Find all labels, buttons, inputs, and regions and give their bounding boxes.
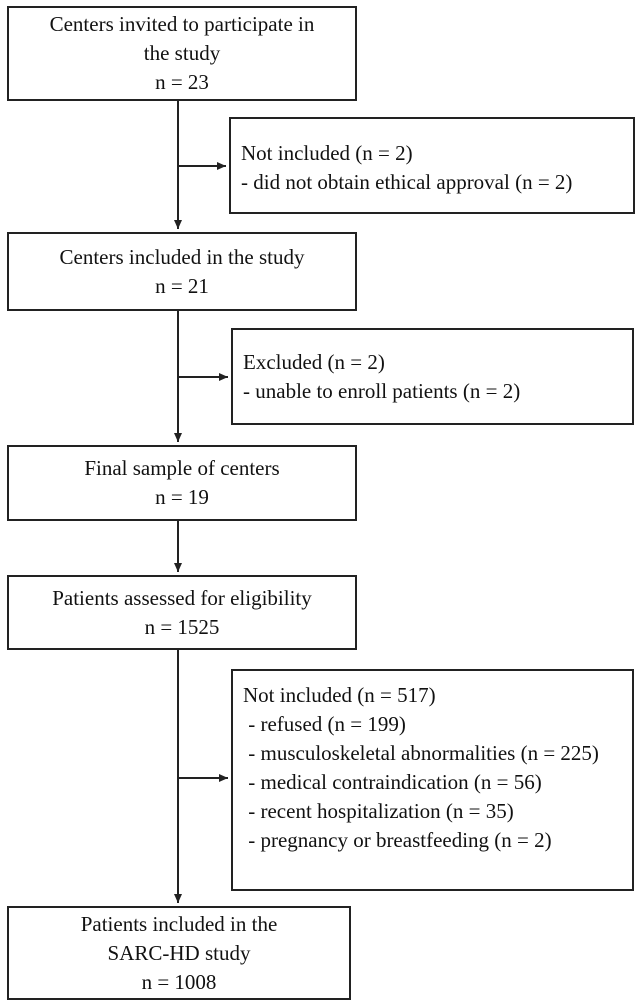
box-line: - recent hospitalization (n = 35) xyxy=(243,799,514,823)
box-line: the study xyxy=(143,41,221,65)
box-excluded-centers: Excluded (n = 2) - unable to enroll pati… xyxy=(231,328,634,425)
box-line: - did not obtain ethical approval (n = 2… xyxy=(241,170,573,194)
box-patients-assessed: Patients assessed for eligibility n = 15… xyxy=(7,575,357,650)
box-line: - pregnancy or breastfeeding (n = 2) xyxy=(243,828,552,852)
box-line: Excluded (n = 2) xyxy=(243,350,385,374)
box-line: Patients assessed for eligibility xyxy=(52,585,312,610)
box-patients-included: Patients included in the SARC-HD study n… xyxy=(7,906,351,1000)
box-line: - refused (n = 199) xyxy=(243,712,406,736)
box-not-included-patients: Not included (n = 517) - refused (n = 19… xyxy=(231,669,634,891)
box-line: Centers included in the study xyxy=(59,244,305,269)
box-line: Final sample of centers xyxy=(84,456,280,480)
box-line: n = 23 xyxy=(155,70,209,94)
box-line: - medical contraindication (n = 56) xyxy=(243,770,542,794)
box-line: Centers invited to participate in xyxy=(49,12,315,36)
box-line: - musculoskeletal abnormalities (n = 225… xyxy=(243,741,599,765)
box-line: Not included (n = 517) xyxy=(243,683,436,707)
box-line: Not included (n = 2) xyxy=(241,141,413,165)
box-line: Patients included in the xyxy=(80,911,278,936)
box-centers-invited: Centers invited to participate in the st… xyxy=(7,6,357,101)
box-line: n = 19 xyxy=(155,485,209,509)
box-line: SARC-HD study xyxy=(107,940,251,965)
box-centers-included: Centers included in the study n = 21 xyxy=(7,232,357,311)
box-not-included-centers: Not included (n = 2) - did not obtain et… xyxy=(229,117,635,214)
box-line: n = 1008 xyxy=(141,969,217,994)
box-line: n = 1525 xyxy=(144,614,220,639)
box-final-sample: Final sample of centers n = 19 xyxy=(7,445,357,521)
box-line: n = 21 xyxy=(155,273,209,298)
box-line: - unable to enroll patients (n = 2) xyxy=(243,379,521,403)
